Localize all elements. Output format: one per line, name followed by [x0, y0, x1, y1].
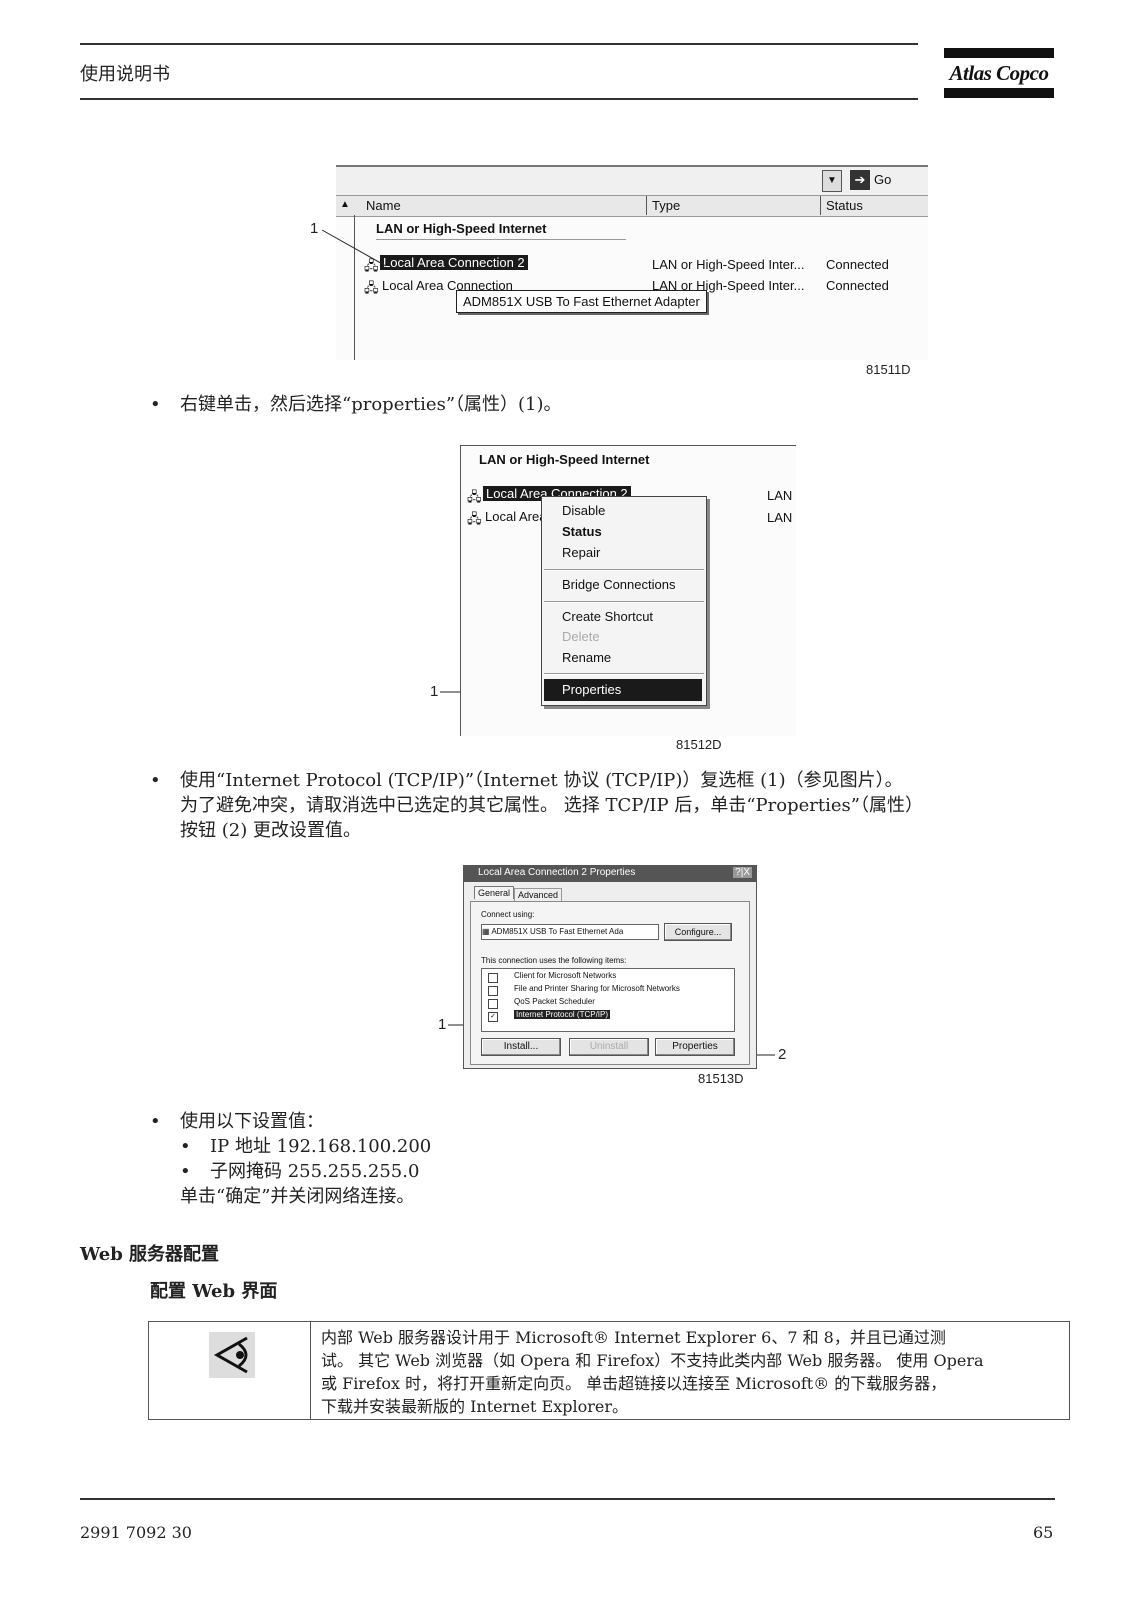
menu-properties[interactable]: Properties	[544, 679, 702, 701]
type-partial: LAN	[767, 488, 793, 503]
go-button[interactable]: Go	[874, 172, 892, 187]
eye-note-icon	[209, 1332, 255, 1378]
row1-status: Connected	[826, 257, 889, 272]
dialog-title: Local Area Connection 2 Properties	[478, 867, 636, 878]
figure-id-81511d: 81511D	[866, 362, 911, 377]
subsection-title: 配置 Web 界面	[150, 1281, 278, 1302]
install-button[interactable]: Install...	[481, 1038, 561, 1056]
menu-create-shortcut[interactable]: Create Shortcut	[562, 609, 654, 624]
item-client[interactable]: Client for Microsoft Networks	[514, 971, 617, 980]
network-adapter-icon: 🖧	[467, 511, 482, 526]
page-number: 65	[1033, 1523, 1054, 1542]
help-close-icon[interactable]: ?|X	[733, 867, 752, 878]
doc-number: 2991 7092 30	[80, 1523, 192, 1542]
header-title: 使用说明书	[80, 64, 170, 85]
column-name[interactable]: Name	[366, 198, 401, 213]
item-qos[interactable]: QoS Packet Scheduler	[514, 997, 595, 1006]
callout-1: 1	[438, 1016, 447, 1033]
network-adapter-icon: 🖧	[467, 489, 482, 504]
figure-network-connections: ▼ ➔ Go ▲ Name Type Status LAN or High-Sp…	[336, 165, 928, 360]
callout-2: 2	[778, 1046, 787, 1063]
row2-type: LAN or High-Speed Inter...	[652, 278, 805, 293]
checkbox-file-printer[interactable]	[488, 986, 498, 996]
header-top-rule	[80, 43, 918, 45]
sort-up-icon[interactable]: ▲	[340, 199, 350, 210]
column-type[interactable]: Type	[652, 198, 681, 213]
row2-status: Connected	[826, 278, 889, 293]
context-menu: Disable Status Repair Bridge Connections…	[541, 496, 707, 706]
figure-context-menu: LAN or High-Speed Internet 🖧 Local Area …	[460, 445, 796, 736]
atlas-copco-logo: Atlas Copco	[944, 48, 1054, 100]
items-list: Client for Microsoft Networks File and P…	[481, 968, 735, 1032]
menu-repair[interactable]: Repair	[562, 545, 601, 560]
address-dropdown[interactable]: ▼	[822, 170, 842, 192]
item-tcpip[interactable]: Internet Protocol (TCP/IP)	[514, 1010, 611, 1019]
note-table: 内部 Web 服务器设计用于 Microsoft® Internet Explo…	[148, 1321, 1070, 1420]
configure-button[interactable]: Configure...	[664, 923, 732, 941]
tab-general[interactable]: General	[474, 886, 515, 899]
network-adapter-icon: 🖧	[364, 280, 379, 295]
dialog-titlebar: Local Area Connection 2 Properties ?|X	[464, 866, 756, 882]
figure-id-81513d: 81513D	[698, 1071, 744, 1086]
adapter-tooltip: ADM851X USB To Fast Ethernet Adapter	[456, 290, 707, 313]
header-bottom-rule	[80, 98, 918, 100]
column-status[interactable]: Status	[826, 198, 863, 213]
type-partial: LAN	[767, 510, 793, 525]
note-text: 内部 Web 服务器设计用于 Microsoft® Internet Explo…	[321, 1328, 984, 1416]
menu-delete: Delete	[562, 629, 600, 644]
menu-rename[interactable]: Rename	[562, 650, 612, 665]
section-title: Web 服务器配置	[80, 1244, 220, 1265]
adapter-field: ▦ ADM851X USB To Fast Ethernet Ada	[481, 924, 659, 940]
go-arrow-icon[interactable]: ➔	[850, 170, 870, 190]
tab-advanced[interactable]: Advanced	[514, 888, 563, 901]
menu-disable[interactable]: Disable	[562, 503, 606, 518]
callout-1: 1	[430, 683, 439, 700]
close-instruction: 单击“确定”并关闭网络连接。	[180, 1186, 415, 1207]
uninstall-button: Uninstall	[569, 1038, 649, 1056]
figure-properties-dialog: Local Area Connection 2 Properties ?|X G…	[463, 865, 757, 1069]
group-header: LAN or High-Speed Internet	[376, 221, 547, 236]
connection-row-1[interactable]: Local Area Connection 2	[380, 255, 528, 270]
footer-rule	[80, 1498, 1055, 1500]
figure-id-81512d: 81512D	[676, 737, 722, 752]
checkbox-tcpip[interactable]: ✓	[488, 1012, 498, 1022]
checkbox-client[interactable]	[488, 973, 498, 983]
adapter-icon: ▦	[482, 927, 492, 936]
row1-type: LAN or High-Speed Inter...	[652, 257, 805, 272]
connection-row-2[interactable]: Local Area Connection	[382, 278, 513, 293]
group-header: LAN or High-Speed Internet	[479, 452, 650, 467]
menu-bridge-connections[interactable]: Bridge Connections	[562, 577, 676, 592]
uses-items-label: This connection uses the following items…	[481, 956, 627, 965]
network-adapter-icon: 🖧	[364, 258, 379, 273]
properties-button[interactable]: Properties	[655, 1038, 735, 1056]
item-file-printer[interactable]: File and Printer Sharing for Microsoft N…	[514, 984, 680, 993]
callout-1: 1	[310, 220, 319, 237]
connect-using-label: Connect using:	[481, 910, 535, 919]
menu-status[interactable]: Status	[562, 524, 602, 539]
checkbox-qos[interactable]	[488, 999, 498, 1009]
